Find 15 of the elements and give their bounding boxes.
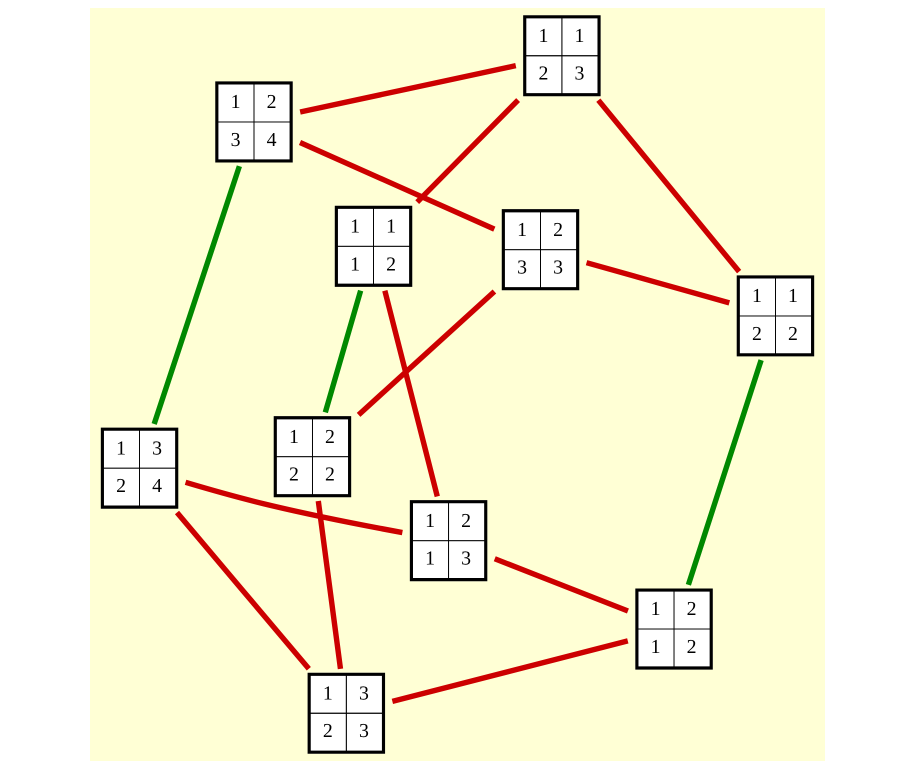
- connector: [299, 63, 516, 115]
- connector: [322, 290, 363, 414]
- connector: [184, 480, 402, 536]
- connector: [315, 500, 343, 670]
- connector: [414, 98, 520, 204]
- connector: [174, 510, 310, 671]
- connector: [151, 165, 242, 425]
- connector: [493, 556, 628, 614]
- connector: [382, 290, 440, 498]
- connector: [356, 290, 496, 417]
- connector: [585, 260, 730, 306]
- connector: [685, 359, 764, 586]
- connector: [298, 140, 495, 232]
- connector: [596, 98, 741, 274]
- connector: [391, 638, 628, 704]
